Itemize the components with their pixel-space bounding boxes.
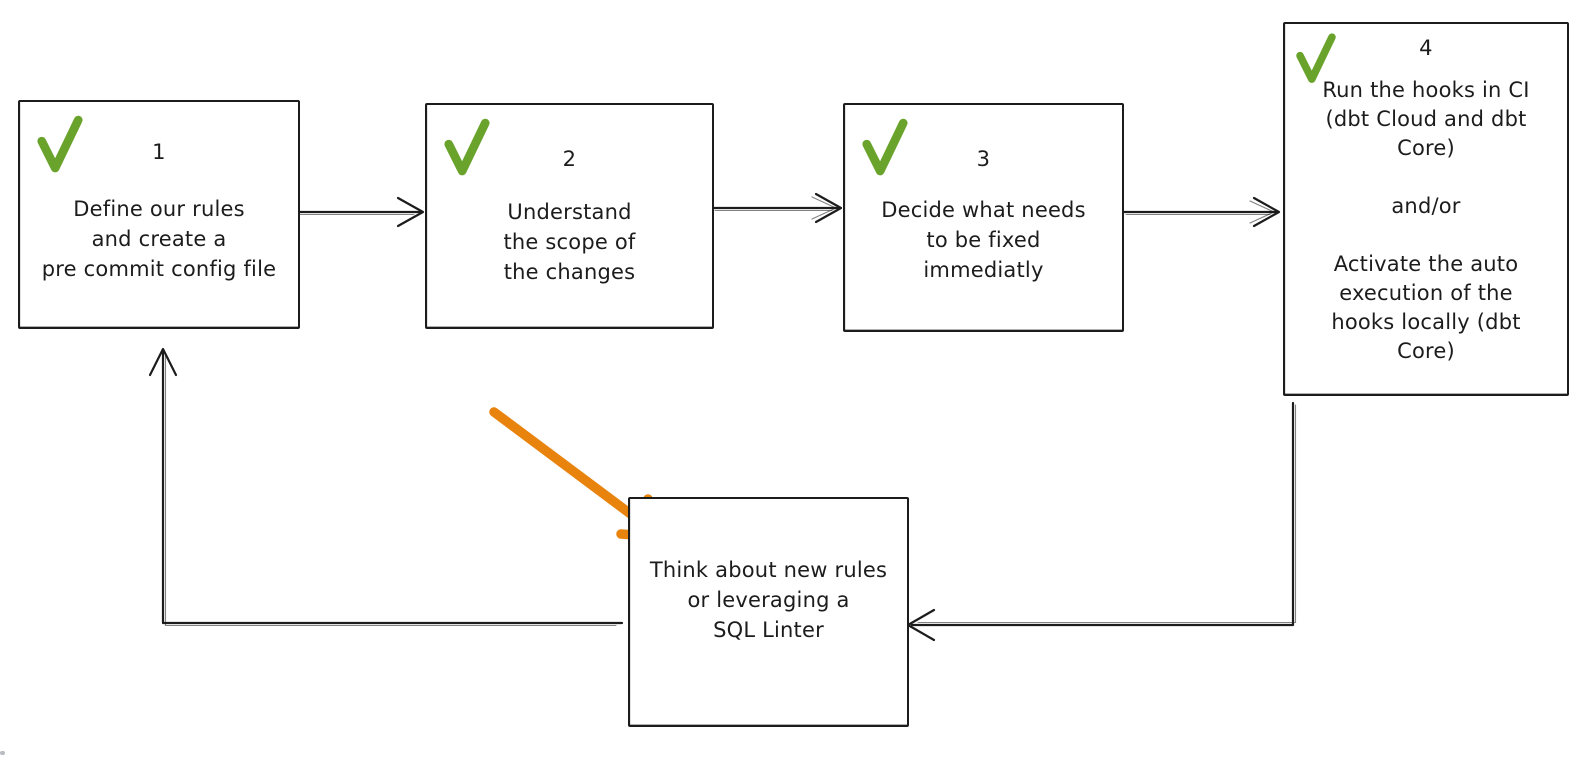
- arrow-step2-to-step3: [711, 192, 843, 224]
- check-icon: [1296, 33, 1336, 83]
- check-icon: [37, 115, 83, 173]
- arrow-loop-to-step1: [148, 347, 624, 627]
- check-icon: [444, 118, 490, 176]
- step-number: 3: [976, 147, 991, 171]
- check-icon: [862, 118, 908, 176]
- arrow-step4-to-loop: [906, 401, 1297, 642]
- arrow-step3-to-step4: [1122, 196, 1281, 228]
- screen-corner-artifact: [0, 751, 5, 755]
- step-number: 4: [1419, 36, 1433, 60]
- step-number: 1: [152, 140, 166, 164]
- step-number: 2: [562, 147, 577, 171]
- arrow-step1-to-step2: [295, 196, 425, 228]
